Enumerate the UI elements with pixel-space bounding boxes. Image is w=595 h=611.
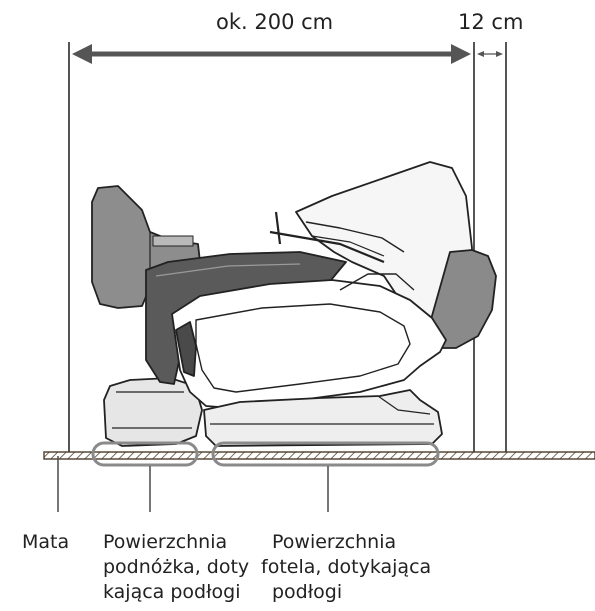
chair-label-line-2: fotela, dotykająca xyxy=(261,556,432,578)
chair-label-line-1: Powierzchnia xyxy=(272,531,397,553)
chair-contact-label: Powierzchnia fotela, dotykająca podłogi xyxy=(261,530,431,605)
clearance-dimension-arrow xyxy=(477,51,503,57)
length-dimension-arrow xyxy=(72,44,471,64)
massage-chair-illustration xyxy=(91,161,497,447)
floor-mat xyxy=(43,451,595,460)
footrest-label-line-2: podnóżka, doty xyxy=(103,556,250,578)
footrest-label-line-3: kająca podłogi xyxy=(103,581,241,603)
footrest-contact-outline xyxy=(91,441,199,467)
chair-base xyxy=(203,389,443,447)
chair-contact-outline xyxy=(211,441,440,467)
length-dimension-label: ok. 200 cm xyxy=(216,10,334,34)
clearance-dimension-label: 12 cm xyxy=(458,10,524,34)
remote-holder xyxy=(269,211,385,264)
footrest-contact-label: Powierzchnia podnóżka, doty kająca podło… xyxy=(103,530,249,605)
mat-label: Mata xyxy=(22,531,70,553)
chair-label-line-3: podłogi xyxy=(272,581,343,603)
footrest-label-line-1: Powierzchnia xyxy=(103,531,228,553)
side-panel xyxy=(171,279,447,409)
